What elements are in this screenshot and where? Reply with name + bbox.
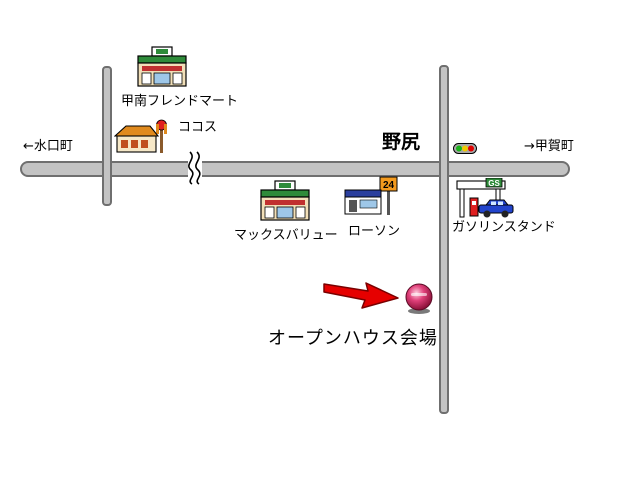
gs-sign: GS: [488, 179, 500, 188]
cocos-label: ココス: [178, 120, 218, 135]
max-value-label: マックスバリュー: [234, 228, 338, 243]
traffic-light-icon: [453, 143, 477, 154]
road-break-icon: [188, 151, 202, 185]
east-direction-label: →甲賀町: [524, 139, 574, 154]
venue-marker-icon: [405, 283, 433, 314]
west-direction-label: ←水口町: [23, 139, 73, 154]
gas-station-label: ガソリンスタンド: [452, 220, 556, 235]
road-nojiri-north-south: [439, 65, 449, 414]
arrow-icon: [323, 282, 399, 309]
gas-station-icon: GS: [456, 178, 506, 218]
convenience-store-icon: 24: [344, 176, 398, 215]
road-west-north-south: [102, 66, 112, 206]
konan-friend-mart-label: 甲南フレンドマート: [121, 94, 239, 109]
supermarket-icon: [137, 46, 187, 87]
open-house-venue-label: オープンハウス会場: [268, 328, 438, 349]
main-road-east-west: [20, 161, 570, 177]
lawson-24-sign: 24: [383, 180, 395, 191]
lawson-label: ローソン: [348, 224, 401, 239]
supermarket-icon: [260, 180, 310, 221]
intersection-label-nojiri: 野尻: [382, 131, 421, 153]
restaurant-icon: [114, 119, 167, 153]
car-icon: [478, 199, 514, 218]
